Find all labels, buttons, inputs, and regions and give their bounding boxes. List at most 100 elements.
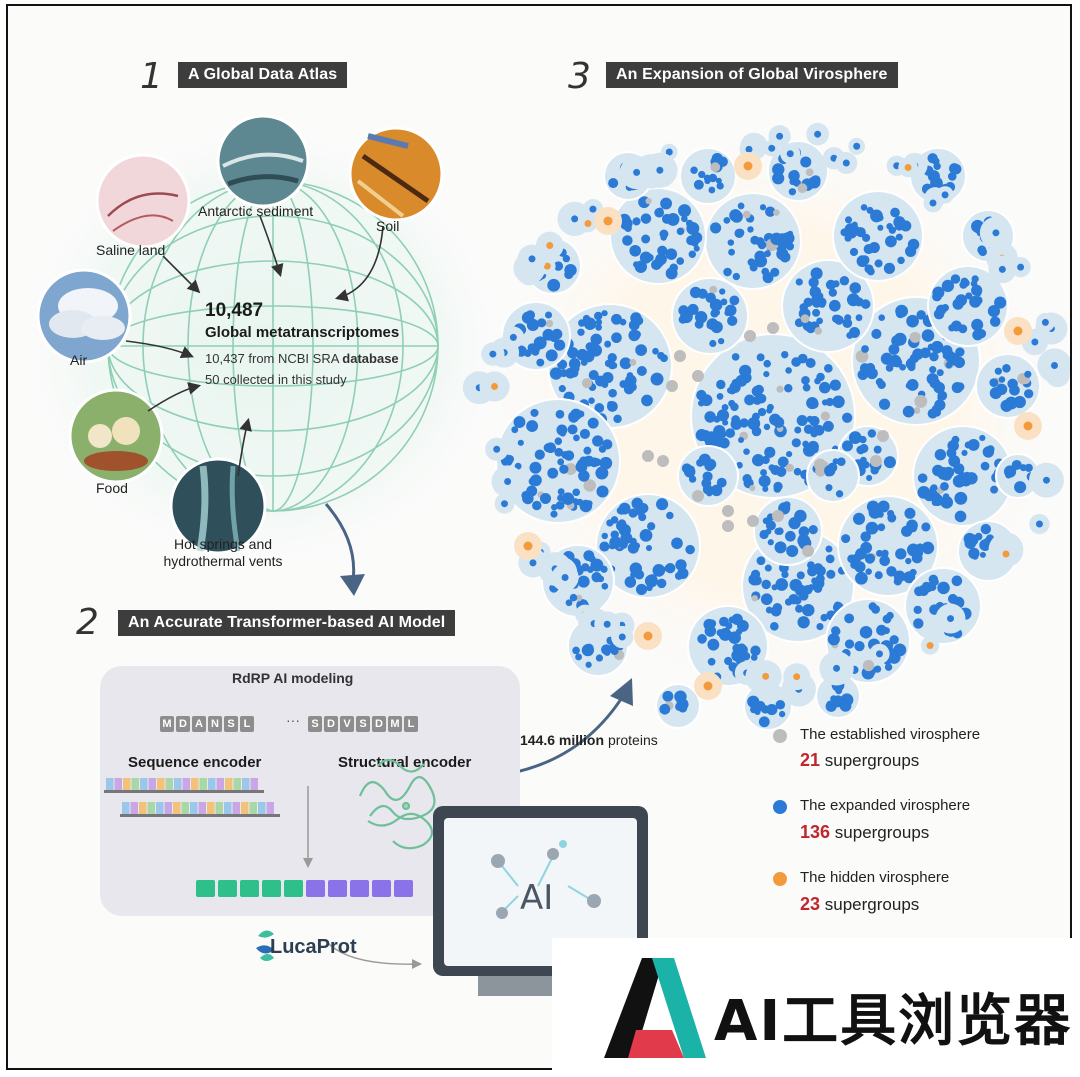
virus-dot — [786, 150, 794, 158]
label-food: Food — [96, 480, 128, 496]
legend-dot-expanded — [773, 800, 787, 814]
section-3-title: An Expansion of Global Virosphere — [606, 62, 898, 88]
virus-dot — [938, 471, 946, 478]
virus-dot — [954, 491, 968, 505]
virus-dot — [870, 209, 883, 223]
virus-dot — [1031, 338, 1039, 346]
virus-dot — [929, 199, 937, 207]
virus-dot — [766, 704, 778, 716]
virus-dot — [751, 595, 758, 602]
virus-dot — [941, 303, 950, 312]
virus-dot — [579, 428, 590, 439]
virus-dot — [801, 375, 810, 385]
virus-dot — [802, 320, 813, 331]
virus-dot — [557, 359, 568, 370]
virus-dot — [549, 367, 563, 380]
token: L — [240, 716, 254, 732]
monitor-ai-label: AI — [520, 878, 554, 918]
atlas-diagram — [13, 111, 1070, 778]
virus-dot — [833, 664, 841, 672]
virus-dot — [815, 565, 826, 577]
virus-dot — [762, 672, 770, 680]
virus-dot — [815, 574, 825, 584]
token: M — [160, 716, 174, 732]
virus-dot — [524, 349, 532, 357]
virus-dot — [551, 503, 558, 511]
virus-dot — [926, 373, 939, 385]
virus-dot — [930, 176, 943, 190]
virus-dot — [530, 408, 539, 417]
virus-dot — [893, 358, 903, 368]
virus-dot — [690, 166, 698, 175]
source-image-saline-land — [95, 153, 191, 249]
virus-dot — [698, 453, 711, 466]
virus-dot — [573, 434, 580, 442]
virus-dot — [895, 548, 907, 560]
virus-dot — [865, 521, 879, 535]
virus-dot — [860, 531, 871, 542]
virus-dot — [758, 716, 770, 728]
virus-dot — [766, 403, 774, 411]
virus-dot — [708, 173, 718, 183]
virus-dot — [846, 293, 860, 307]
virus-dot — [616, 507, 624, 515]
virus-dot — [513, 416, 526, 428]
virus-dot — [553, 339, 566, 351]
label-antarctic-sediment: Antarctic sediment — [198, 203, 314, 219]
virus-dot — [827, 633, 840, 646]
virus-dot — [578, 470, 590, 482]
virus-dot — [900, 220, 912, 232]
virus-dot — [576, 498, 584, 506]
virus-dot — [619, 357, 632, 370]
virus-dot — [802, 545, 814, 557]
virus-dot — [982, 446, 995, 458]
virus-dot — [674, 350, 686, 362]
virus-dot — [767, 322, 779, 334]
virus-dot — [866, 367, 878, 380]
virus-dot — [914, 394, 928, 408]
virus-dot — [807, 566, 818, 577]
virus-dot — [731, 649, 744, 662]
virus-dot — [948, 163, 960, 174]
virus-dot — [567, 347, 579, 359]
sequence-encoder-label: Sequence encoder — [128, 754, 262, 771]
virus-dot — [666, 511, 674, 520]
virus-dot — [807, 440, 819, 453]
virus-dot — [599, 456, 613, 470]
virus-dot — [696, 389, 707, 401]
virus-dot — [689, 286, 702, 299]
virus-dot — [608, 178, 619, 189]
virus-dot — [781, 350, 789, 359]
virus-dot — [794, 584, 807, 597]
virus-dot — [611, 332, 622, 344]
virus-dot — [833, 601, 842, 609]
virus-dot — [601, 644, 612, 655]
virus-dot — [671, 537, 683, 550]
legend-count-expanded: 136 supergroups — [800, 822, 929, 843]
legend-count-value: 21 — [800, 750, 821, 770]
virus-dot — [743, 448, 750, 455]
virus-dot — [554, 447, 564, 457]
virus-dot — [849, 282, 861, 294]
virus-dot — [794, 509, 807, 523]
virus-dot — [861, 345, 869, 353]
virus-dot — [878, 398, 891, 410]
virus-dot — [819, 381, 831, 394]
virus-dot — [770, 232, 783, 246]
virus-dot — [656, 166, 664, 174]
supergroup-bubble — [671, 277, 749, 355]
virus-dot — [844, 613, 855, 624]
virus-dot — [786, 545, 799, 558]
virus-dot — [645, 197, 652, 205]
label-soil: Soil — [376, 218, 400, 234]
virus-dot — [716, 182, 724, 190]
virus-dot — [917, 473, 928, 483]
virus-dot — [681, 463, 692, 474]
virus-dot — [907, 238, 920, 251]
virus-dot — [805, 358, 816, 369]
virus-dot — [998, 265, 1006, 273]
virus-dot — [630, 571, 637, 578]
virus-dot — [629, 358, 637, 366]
virus-dot — [698, 170, 706, 179]
virus-dot — [745, 145, 753, 153]
